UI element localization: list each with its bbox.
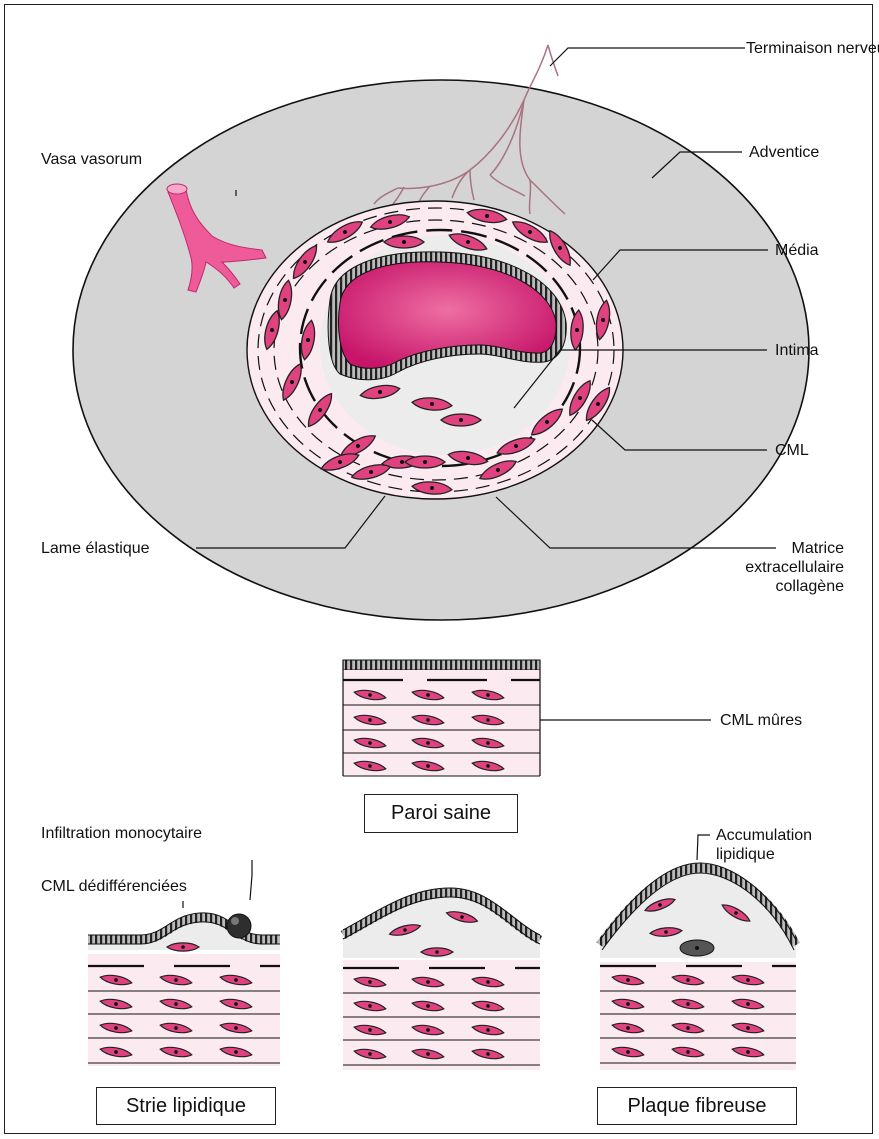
label-terminaison-nerveuse: Terminaison nerveuse — [746, 39, 879, 58]
label-vasa-vasorum: Vasa vasorum — [41, 150, 142, 169]
fatty-streak-panel — [88, 913, 280, 1066]
panel-label-strie-lipidique: Strie lipidique — [96, 1087, 276, 1125]
label-adventice: Adventice — [749, 143, 819, 162]
label-accumulation-lipidique: Accumulation lipidique — [716, 826, 812, 864]
label-infiltration-monocytaire: Infiltration monocytaire — [41, 824, 202, 843]
fibrous-plaque-panel — [600, 863, 796, 1070]
label-matrice: Matrice extracellulaire collagène — [730, 539, 844, 596]
label-cml-dedifferenciees: CML dédifférenciées — [41, 877, 187, 896]
label-cml-mures: CML mûres — [720, 711, 802, 730]
healthy-wall-panel — [343, 660, 540, 776]
label-cml: CML — [775, 441, 809, 460]
label-intima: Intima — [775, 341, 819, 360]
intermediate-lesion-panel — [343, 888, 540, 1070]
label-lame-elastique: Lame élastique — [41, 539, 150, 558]
artery-cross-section — [73, 45, 809, 908]
label-media: Média — [775, 241, 819, 260]
panel-label-paroi-saine: Paroi saine — [364, 794, 518, 833]
monocyte — [227, 914, 251, 938]
panel-label-plaque-fibreuse: Plaque fibreuse — [597, 1087, 797, 1125]
